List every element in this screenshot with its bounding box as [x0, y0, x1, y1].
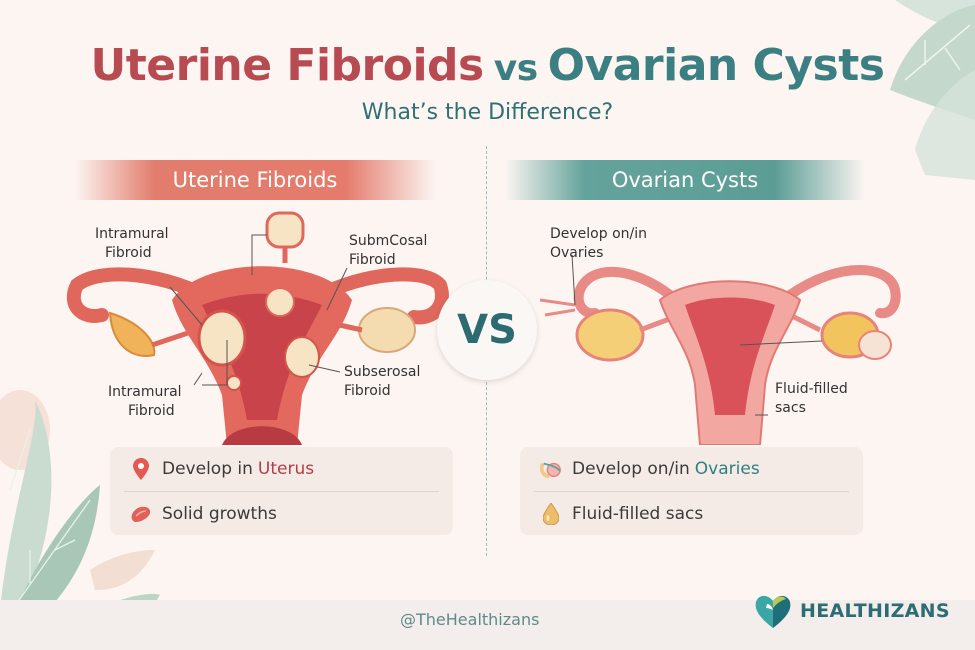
label-subserosal: Subserosal Fibroid — [344, 364, 421, 399]
vs-badge: VS — [437, 280, 537, 380]
footer-bar — [0, 600, 975, 650]
droplet-icon — [540, 502, 562, 525]
highlight-ovaries: Ovaries — [694, 459, 760, 479]
title-fibroids: Uterine Fibroids — [90, 40, 485, 91]
page-subtitle: What’s the Difference? — [361, 100, 614, 125]
highlight-uterus: Uterus — [257, 459, 315, 479]
solid-growth-icon — [130, 503, 152, 525]
label-fluid-filled: Fluid-filled sacs — [775, 381, 848, 416]
label-develop-ovaries: Develop on/in Ovaries — [550, 226, 648, 261]
leaf-decoration-top-right — [890, 0, 975, 180]
ovarian-cysts-illustration: Develop on/in Ovaries Fluid-filled sacs — [539, 205, 940, 446]
brand-name: HEALTHIZANS — [800, 600, 950, 622]
label-intramural-top: Intramural Fibroid — [95, 226, 169, 261]
title-vs: vs — [493, 48, 538, 89]
fact-row: Develop on/in Ovaries — [520, 447, 863, 491]
fact-row: Solid growths — [124, 491, 439, 535]
banner-ovarian-cysts: Ovarian Cysts — [505, 160, 865, 200]
cysts-facts-card: Develop on/in Ovaries Fluid-filled sacs — [520, 447, 863, 535]
brand-logo[interactable]: HEALTHIZANS — [752, 590, 950, 632]
title-cysts: Ovarian Cysts — [547, 40, 885, 91]
label-submucosal: SubmCosal Fibroid — [349, 233, 428, 268]
social-handle[interactable]: @TheHealthizans — [400, 610, 540, 629]
fibroids-facts-card: Develop in Uterus Solid growths — [110, 447, 453, 535]
fact-row: Fluid-filled sacs — [534, 491, 849, 535]
map-pin-icon — [130, 458, 152, 480]
ovary-icon — [540, 458, 562, 480]
heart-logo-icon — [755, 595, 791, 628]
fact-row: Develop in Uterus — [110, 447, 453, 491]
label-intramural-bottom: Intramural Fibroid — [108, 384, 182, 419]
uterus-with-fibroids-icon — [66, 211, 449, 445]
banner-uterine-fibroids: Uterine Fibroids — [75, 160, 435, 200]
uterus-with-cysts-icon — [539, 254, 901, 446]
uterine-fibroids-illustration: Intramural Fibroid SubmCosal Fibroid Int… — [62, 205, 462, 445]
